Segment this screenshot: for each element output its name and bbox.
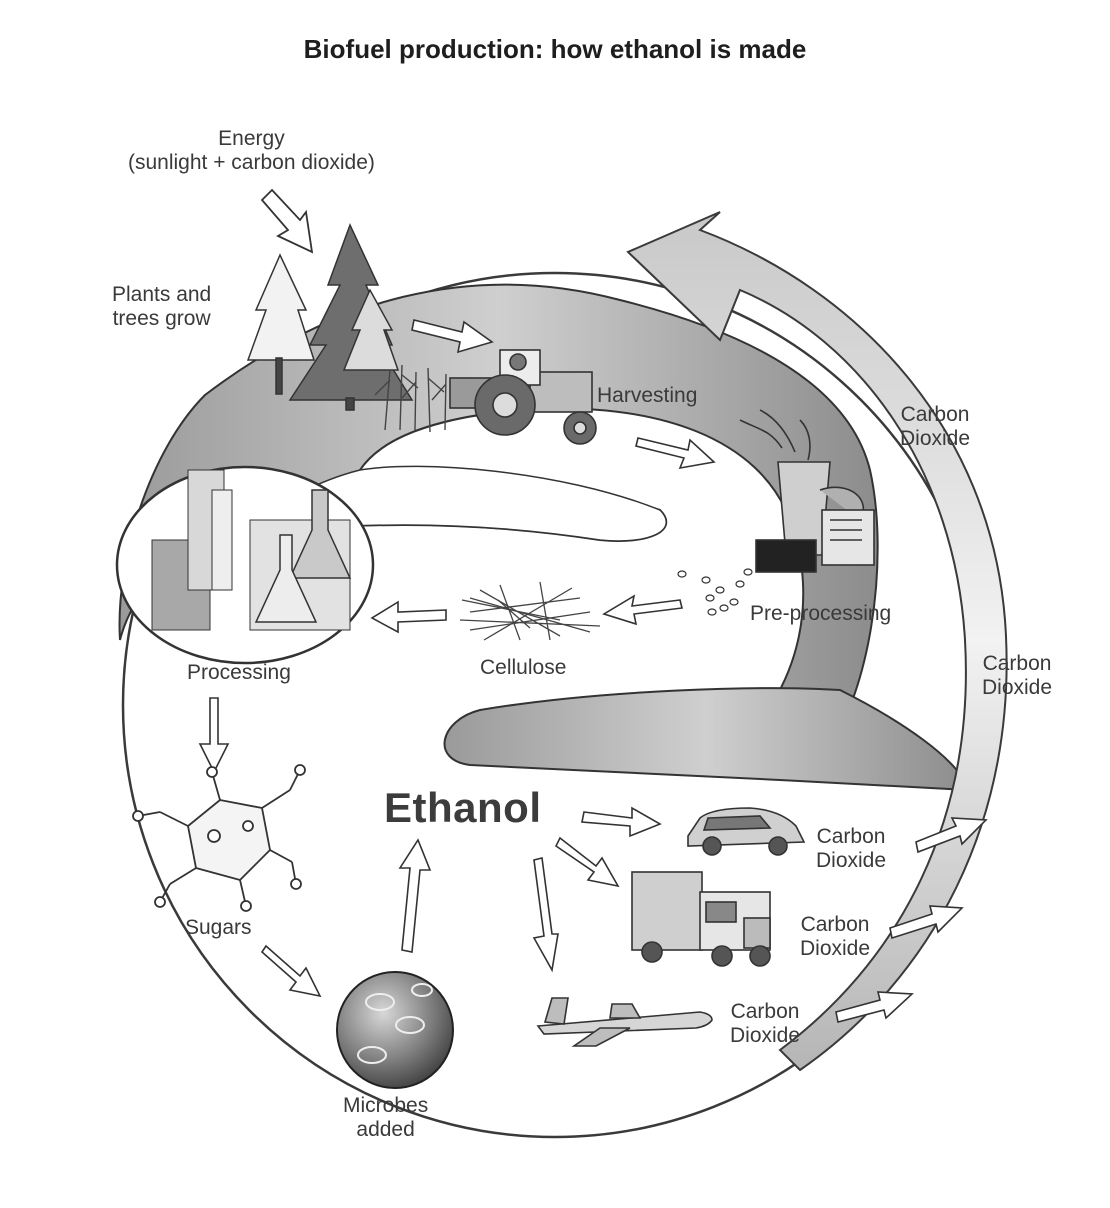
label-co2-car: Carbon Dioxide [816,825,887,872]
co2-car-arrow [915,817,988,854]
label-microbes: Microbes added [343,1094,429,1141]
arrow-to-microbes [260,944,322,998]
label-co2-truck: Carbon Dioxide [800,913,871,960]
label-co2-right: Carbon Dioxide [982,652,1053,699]
label-harvesting: Harvesting [597,384,698,407]
preprocessing-machine-icon [739,409,875,573]
lab-flasks-icon [115,465,375,665]
label-sugars: Sugars [185,916,252,939]
arrow-to-processing [370,600,447,634]
label-ethanol: Ethanol [384,784,542,831]
co2-plane-arrow [835,991,914,1023]
arrow-to-preprocessing [635,437,716,470]
car-icon [687,807,806,856]
sun-energy-arrow-icon [260,188,314,254]
label-co2-top: Carbon Dioxide [900,403,971,450]
arrow-to-plane [532,857,559,973]
arrow-to-cellulose [602,594,683,626]
truck-icon [631,871,771,967]
diagram-title: Biofuel production: how ethanol is made [303,34,807,64]
arrow-to-harvesting [411,319,494,354]
co2-truck-arrow [889,905,964,940]
arrow-to-car [581,806,662,838]
sugar-molecule-icon [132,764,306,912]
label-processing: Processing [187,661,291,684]
airplane-icon [536,997,713,1047]
label-energy: Energy (sunlight + carbon dioxide) [128,127,375,174]
carbon-return-arrow [626,211,1008,1072]
label-cellulose: Cellulose [480,656,567,679]
pellets-icon [677,568,753,616]
microbe-sphere-icon [336,971,454,1089]
arrow-to-sugars [198,697,230,774]
label-co2-plane: Carbon Dioxide [730,1000,801,1047]
trees-icon [246,223,414,411]
tractor-icon [449,349,597,445]
cellulose-fibers-icon [459,581,601,641]
label-plants: Plants and trees grow [112,283,212,330]
arrow-to-truck [554,836,620,888]
arrow-to-ethanol [398,838,432,953]
label-preprocessing: Pre-processing [750,602,892,625]
crop-icon [374,364,447,433]
